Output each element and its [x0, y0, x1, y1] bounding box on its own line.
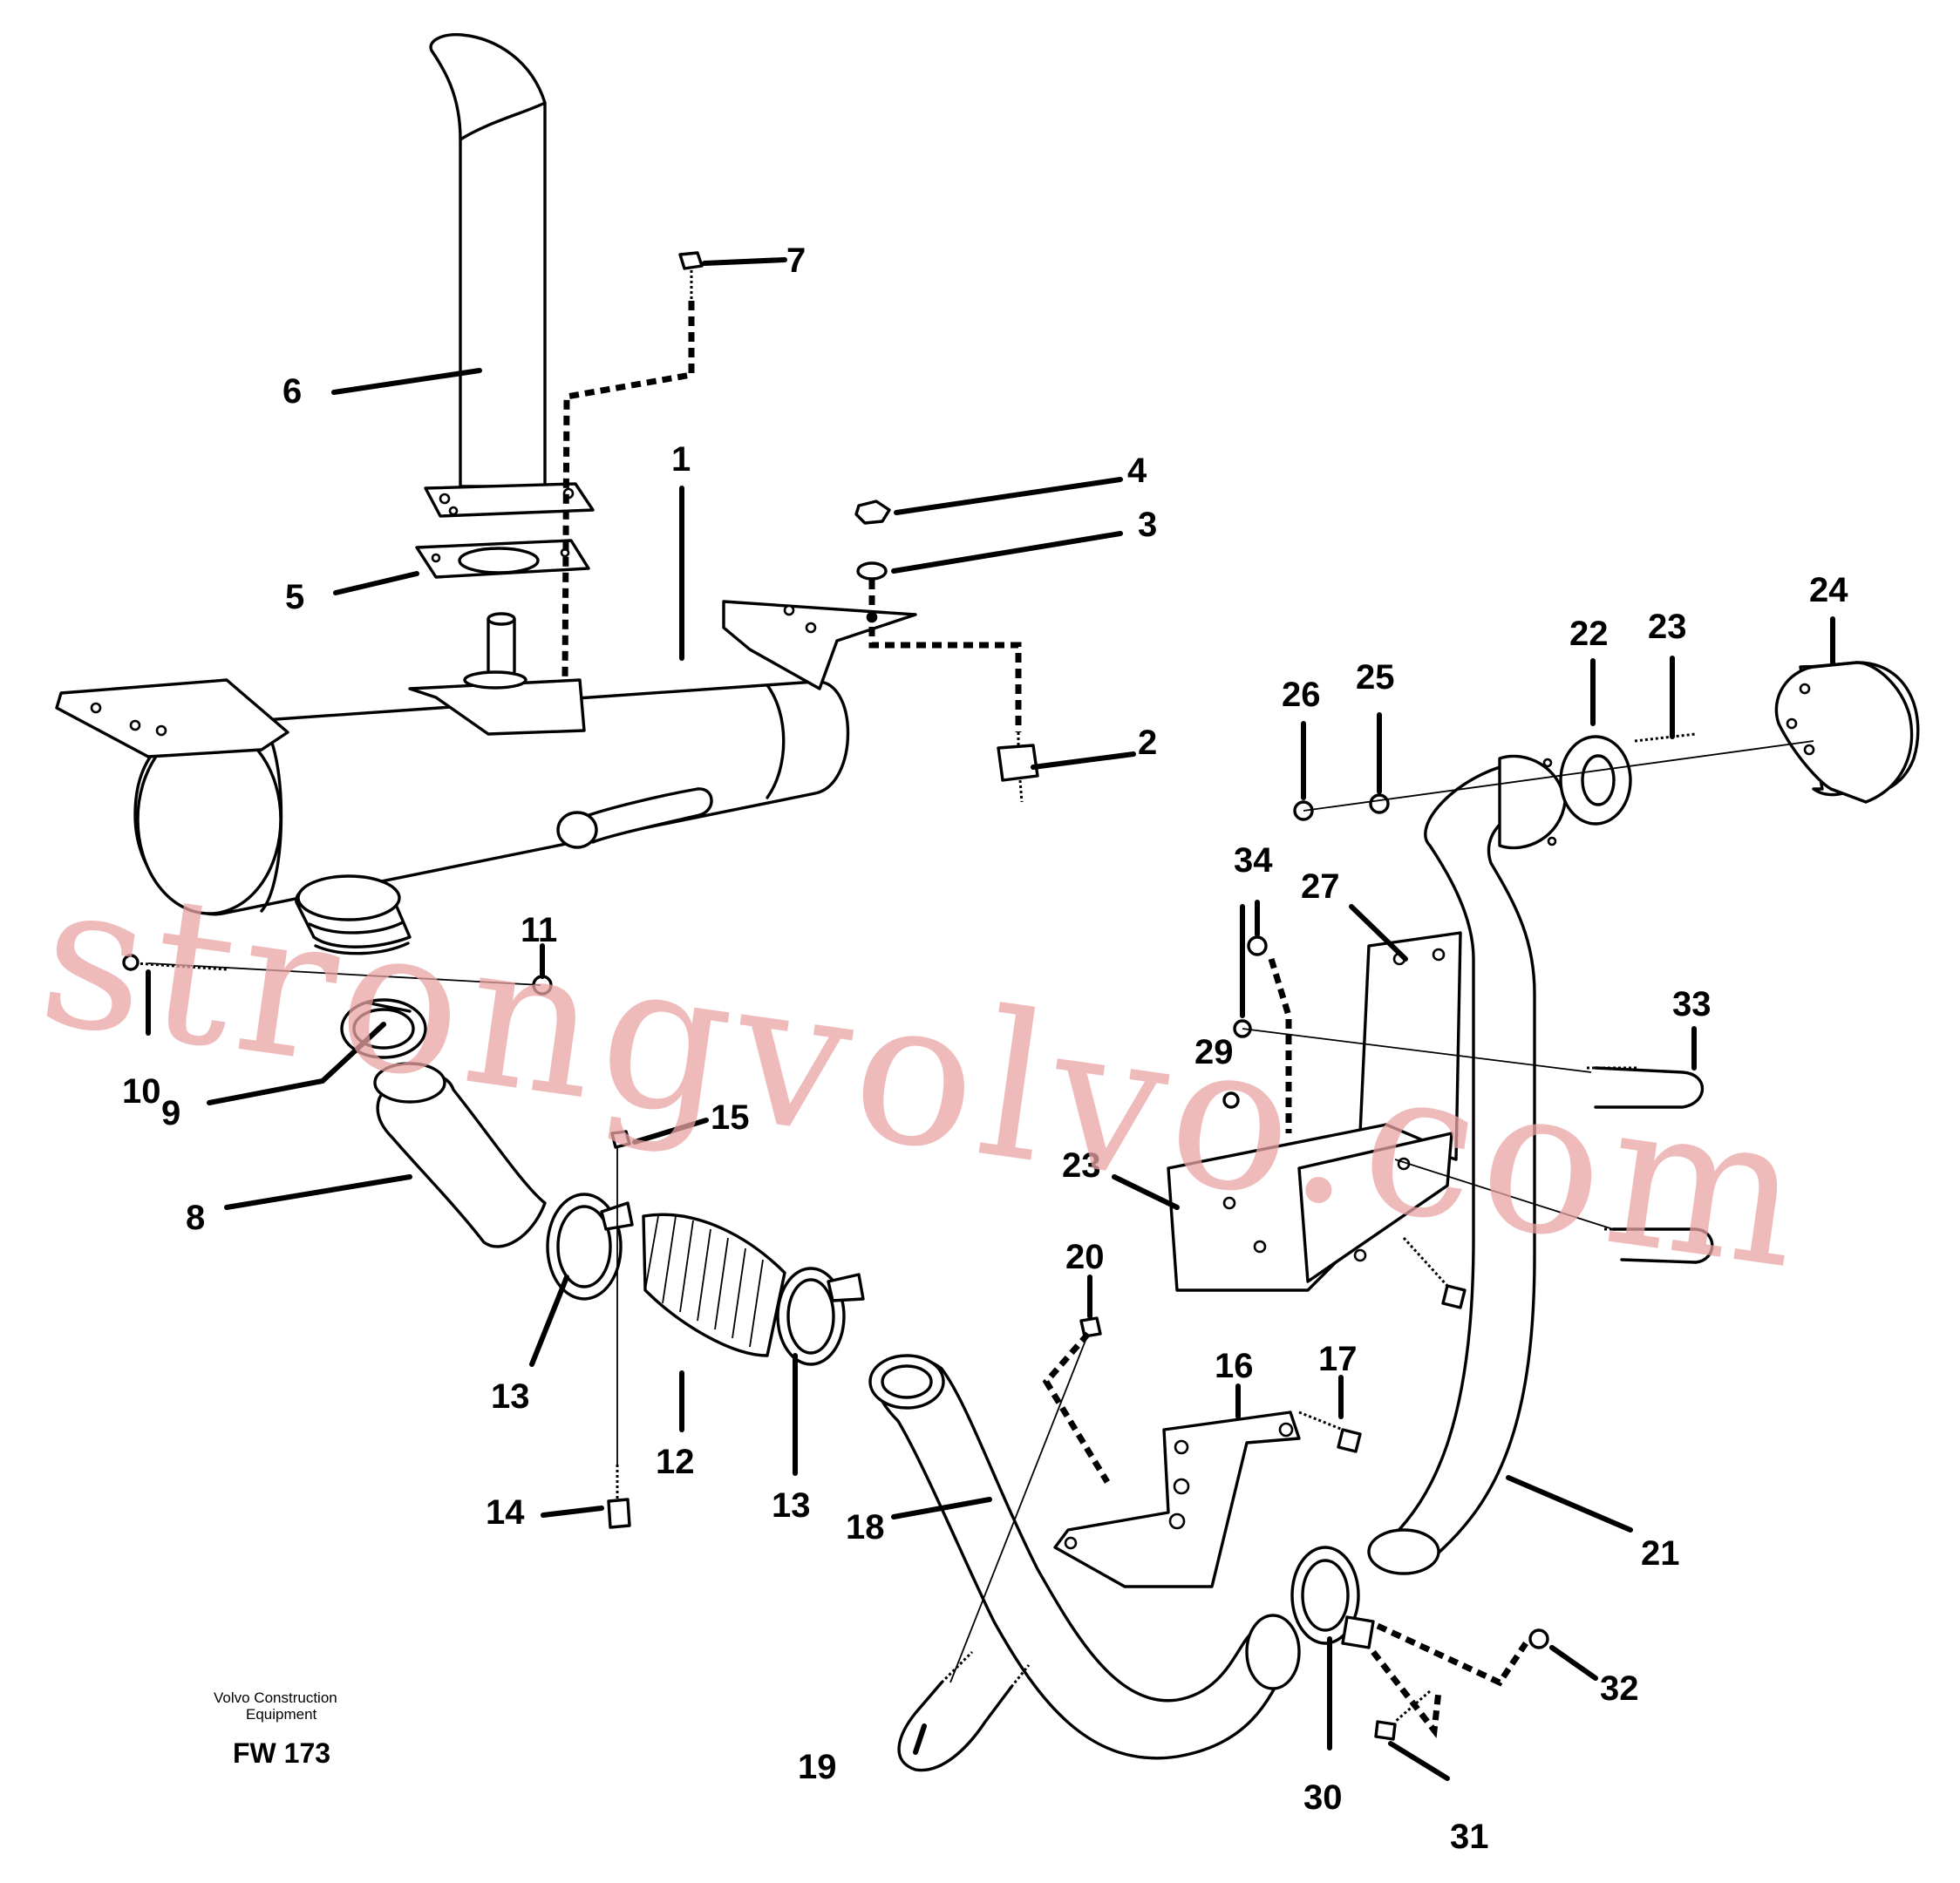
callout-34: 34	[1234, 841, 1273, 880]
callout-23-bracket: 23	[1062, 1146, 1101, 1185]
callout-6: 6	[282, 372, 302, 411]
callout-21: 21	[1641, 1534, 1680, 1573]
callout-22: 22	[1569, 615, 1609, 653]
callout-29: 29	[1194, 1033, 1234, 1071]
leader-lines	[146, 257, 1835, 1781]
callout-27: 27	[1301, 867, 1340, 906]
figure-code: FW 173	[233, 1737, 330, 1769]
callout-14: 14	[486, 1493, 525, 1532]
callout-9: 9	[161, 1094, 180, 1132]
callout-11: 11	[521, 911, 557, 949]
callout-3: 3	[1138, 506, 1157, 544]
callout-18: 18	[846, 1508, 885, 1547]
end-cap	[1774, 661, 1920, 804]
assembly-dash-lines	[561, 301, 1528, 1738]
watermark: strongvolvo.com	[28, 837, 1820, 1315]
callout-31: 31	[1450, 1818, 1489, 1856]
callout-19: 19	[798, 1748, 837, 1786]
lower-clamp	[1290, 1546, 1375, 1649]
caption-equipment: Equipment	[246, 1706, 317, 1723]
silencer-body	[55, 600, 917, 955]
callout-4: 4	[1127, 452, 1147, 490]
flexible-bellows	[546, 1193, 865, 1366]
callout-13-left: 13	[491, 1377, 530, 1416]
elbow-pipe	[373, 1062, 547, 1248]
callout-26: 26	[1282, 676, 1321, 714]
callout-10: 10	[122, 1072, 161, 1111]
pipe-support-bracket	[1053, 1411, 1301, 1588]
callout-12: 12	[656, 1443, 695, 1481]
callout-13-right: 13	[772, 1486, 811, 1525]
callout-15: 15	[711, 1098, 750, 1137]
callout-8: 8	[186, 1199, 205, 1237]
callout-25: 25	[1356, 658, 1395, 697]
callout-17: 17	[1318, 1340, 1358, 1378]
figure-caption: Volvo Construction Equipment FW 173	[214, 1689, 337, 1769]
callout-33: 33	[1672, 985, 1712, 1023]
callout-1: 1	[671, 440, 691, 479]
assembly-axis-lines	[147, 740, 1814, 1683]
callout-5: 5	[285, 578, 304, 616]
callout-20: 20	[1065, 1238, 1105, 1276]
flange-gasket	[1559, 735, 1632, 826]
callout-2: 2	[1138, 724, 1157, 762]
tail-pipe	[424, 33, 595, 518]
callout-24: 24	[1809, 571, 1848, 609]
vertical-exhaust-pipe	[1367, 754, 1567, 1575]
callout-7: 7	[786, 241, 806, 280]
front-pipe	[868, 1354, 1301, 1760]
callout-23-top: 23	[1648, 608, 1687, 646]
caption-company: Volvo Construction	[214, 1689, 337, 1706]
callout-30: 30	[1303, 1778, 1343, 1817]
callout-16: 16	[1215, 1347, 1254, 1385]
callout-32: 32	[1600, 1669, 1639, 1708]
gasket	[415, 539, 590, 579]
callout-labels: 1 2 3 4 5 6 7 8 9 10 11 12 13 13 14 15 1…	[122, 241, 1848, 1856]
